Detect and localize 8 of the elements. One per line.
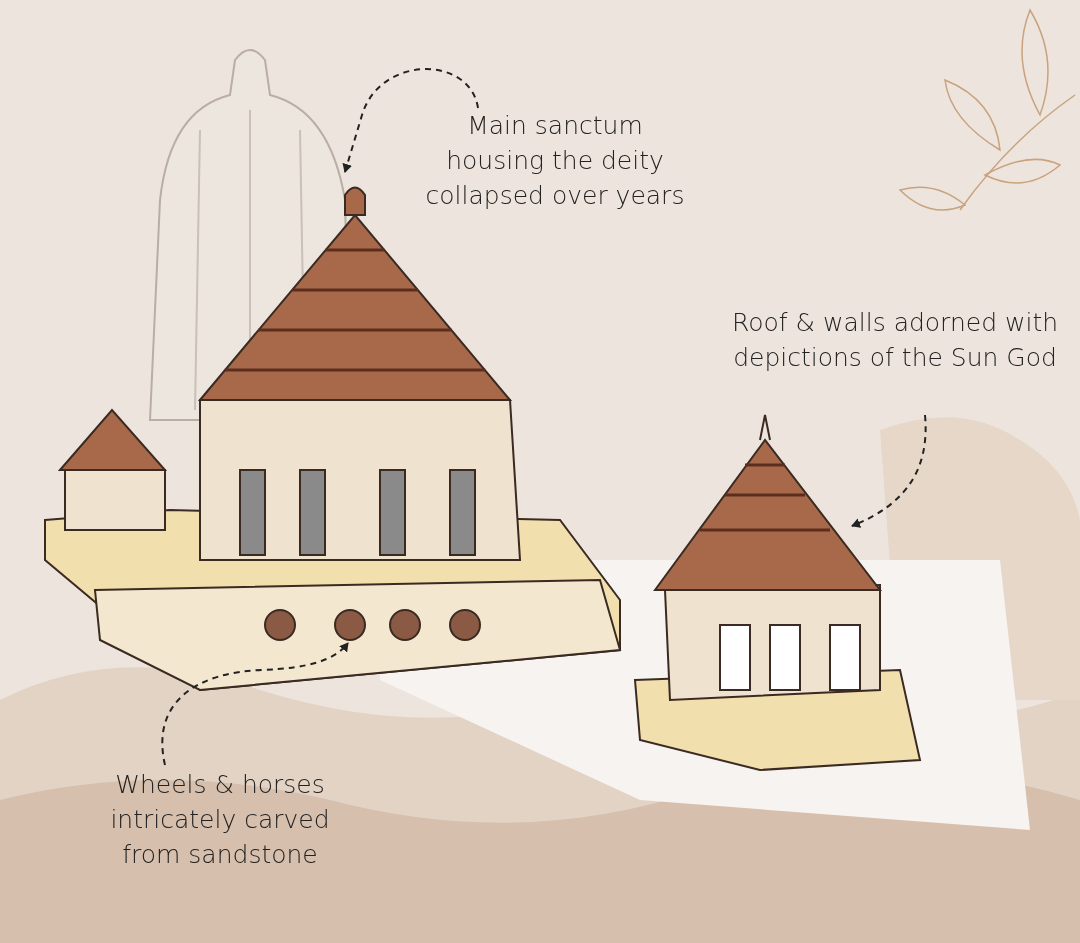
callout-text: Main sanctum housing the deity collapsed over years: [415, 108, 695, 213]
carved-wheels-drawing: [264, 609, 481, 641]
leader-line: [161, 642, 349, 766]
leader-line: [342, 68, 479, 173]
shrine-roof-drawing: [653, 414, 883, 591]
callout-text: Roof & walls adorned with depictions of the Sun God: [730, 305, 1060, 375]
callout-text: Wheels & horses intricately carved from sandstone: [80, 767, 360, 872]
leader-line: [851, 414, 927, 528]
